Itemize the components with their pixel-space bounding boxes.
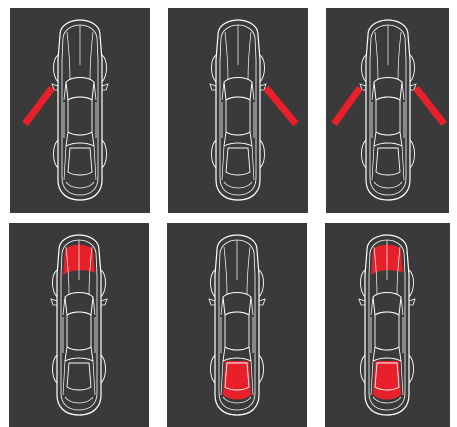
panel-right-door-open — [168, 8, 308, 213]
left-door-indicator — [334, 88, 360, 124]
panel-left-door-open — [10, 8, 150, 213]
rear-trunk-indicator — [373, 361, 401, 400]
car-top-view-icon — [10, 8, 150, 213]
panel-rear-trunk-open — [167, 223, 307, 427]
right-door-indicator — [266, 88, 296, 124]
car-top-view-icon — [9, 223, 149, 427]
panel-front-hood-open — [9, 223, 149, 427]
panel-both-doors-open — [326, 8, 449, 213]
right-door-indicator — [416, 88, 444, 124]
car-top-view-icon — [168, 8, 308, 213]
car-top-view-icon — [326, 8, 449, 213]
rear-trunk-indicator — [223, 361, 251, 400]
car-top-view-icon — [325, 223, 450, 427]
car-top-view-icon — [167, 223, 307, 427]
panel-hood-and-trunk-open — [325, 223, 450, 427]
left-door-indicator — [25, 88, 52, 124]
